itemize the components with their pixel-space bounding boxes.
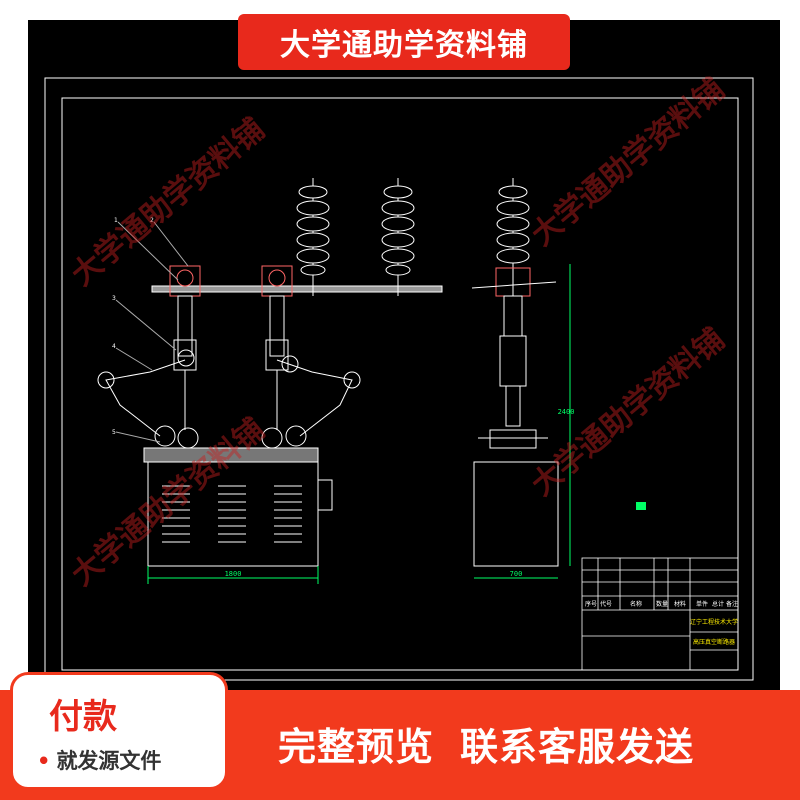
- side-width-label: 700: [510, 570, 523, 578]
- header-cell: 名称: [630, 600, 642, 608]
- front-width-dimension: [147, 566, 319, 584]
- insulator-3: [496, 178, 530, 296]
- bottom-slogan: 完整预览联系客服发送: [278, 716, 720, 771]
- right-pole-assembly: [261, 265, 361, 449]
- inner-frame: [61, 97, 739, 671]
- callout-leaders: [115, 221, 189, 443]
- shop-banner: 大学通助学资料铺: [238, 14, 570, 70]
- title-block-header: 序号 代号 名称 数量 材料 单件 总计 备注: [585, 600, 738, 608]
- header-cell: 代号: [600, 600, 612, 608]
- cabinet: [147, 461, 319, 567]
- header-cell: 数量: [656, 600, 668, 608]
- callout-3: 3: [112, 295, 116, 302]
- side-cabinet: [473, 461, 559, 567]
- insulator-1: [296, 178, 330, 296]
- callout-2: 2: [150, 217, 154, 224]
- payment-title: 付款: [49, 697, 117, 737]
- header-cell: 材料: [674, 600, 686, 608]
- left-pole-assembly: [97, 265, 201, 449]
- drawing-sheet: [28, 20, 780, 690]
- callout-1: 1: [114, 217, 118, 224]
- header-cell: 单件: [696, 600, 708, 608]
- tech-note: [636, 502, 646, 510]
- header-cell: 序号: [585, 600, 597, 608]
- front-view: [97, 178, 443, 567]
- height-label: 2400: [558, 408, 575, 416]
- outer-frame: [44, 77, 754, 681]
- school-name: 辽宁工程技术大学: [690, 618, 738, 626]
- front-width-label: 1800: [225, 570, 242, 578]
- header-cell: 备注: [726, 600, 738, 608]
- payment-box[interactable]: 付款 •就发源文件: [10, 672, 228, 790]
- callout-5: 5: [112, 429, 116, 436]
- preview-text: 完整预览: [278, 725, 435, 769]
- bullet-icon: •: [37, 749, 51, 773]
- callout-4: 4: [112, 343, 116, 350]
- side-view: [471, 178, 559, 567]
- insulator-2: [381, 178, 415, 296]
- side-dimensions: [474, 264, 571, 579]
- vent-grilles: [162, 485, 302, 543]
- header-cell: 总计: [712, 600, 724, 608]
- title-block: [581, 557, 739, 671]
- payment-subtitle-text: 就发源文件: [56, 749, 162, 773]
- contact-text: 联系客服发送: [460, 725, 695, 769]
- callout-numbers: 1 2 3 4 5: [112, 217, 154, 436]
- payment-subtitle: •就发源文件: [37, 745, 161, 775]
- drawing-name: 高压真空断路器: [693, 638, 735, 646]
